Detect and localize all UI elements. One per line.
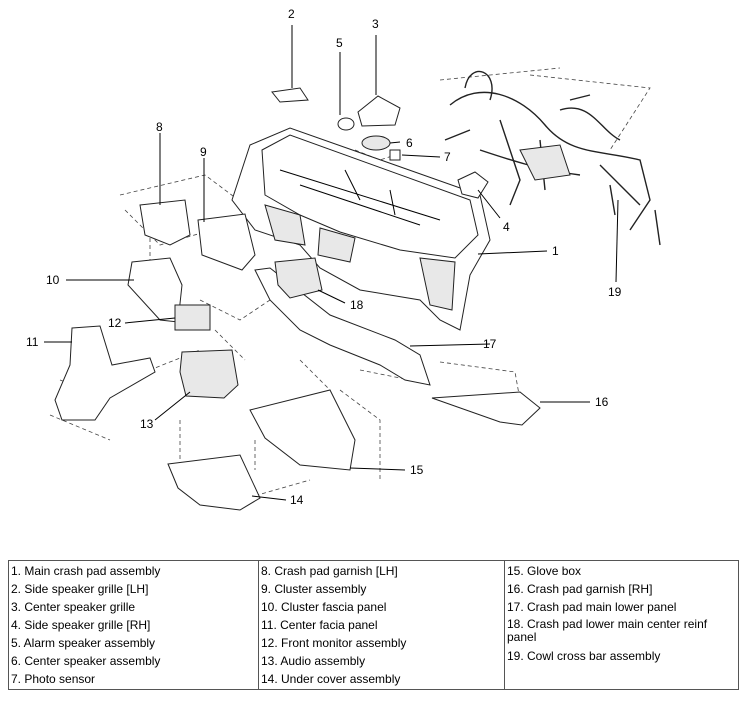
photo-sensor-drawing (389, 149, 401, 161)
legend-item: 11. Center facia panel (261, 618, 378, 632)
legend-item: 12. Front monitor assembly (261, 636, 407, 650)
legend-item: 13. Audio assembly (261, 654, 366, 668)
leader-lines (44, 25, 619, 501)
legend-item: 15. Glove box (507, 564, 582, 578)
legend-item: 6. Center speaker assembly (11, 654, 161, 668)
callout-9: 9 (200, 145, 207, 159)
legend-item: 18. Crash pad lower main center reinf pa… (507, 617, 708, 644)
legend-item: 3. Center speaker grille (11, 600, 136, 614)
legend-item: 14. Under cover assembly (261, 672, 401, 686)
lh-garnish-drawing (139, 199, 191, 246)
callout-7: 7 (444, 150, 451, 164)
legend-item: 16. Crash pad garnish [RH] (507, 582, 653, 596)
legend-item: 19. Cowl cross bar assembly (507, 649, 661, 663)
legend-item: 1. Main crash pad assembly (11, 564, 161, 578)
center-facia-drawing (54, 325, 156, 421)
callout-12: 12 (108, 316, 122, 330)
alarm-speaker-drawing (337, 117, 355, 131)
legend-column-2: 8. Crash pad garnish [LH] 9. Cluster ass… (258, 560, 505, 690)
rh-garnish-drawing (431, 391, 541, 426)
center-grille-drawing (357, 95, 401, 127)
reinf-panel-drawing (274, 257, 323, 299)
legend-item: 4. Side speaker grille [RH] (11, 618, 151, 632)
callout-17: 17 (483, 337, 497, 351)
lower-panel-drawing (254, 267, 431, 386)
parts-legend-table: 1. Main crash pad assembly 2. Side speak… (8, 560, 739, 690)
callout-19: 19 (608, 285, 622, 299)
callout-10: 10 (46, 273, 60, 287)
callout-16: 16 (595, 395, 609, 409)
callout-14: 14 (290, 493, 304, 507)
callout-11: 11 (26, 335, 39, 349)
callout-13: 13 (140, 417, 154, 431)
legend-item: 7. Photo sensor (11, 672, 96, 686)
legend-item: 10. Cluster fascia panel (261, 600, 387, 614)
callout-4: 4 (503, 220, 510, 234)
center-speaker-drawing (361, 135, 391, 151)
callout-8: 8 (156, 120, 163, 134)
main-crash-pad-drawing (231, 127, 491, 331)
legend-item: 9. Cluster assembly (261, 582, 367, 596)
legend-item: 5. Alarm speaker assembly (11, 636, 156, 650)
glove-box-drawing (249, 389, 356, 471)
callout-2: 2 (288, 7, 295, 21)
legend-item: 2. Side speaker grille [LH] (11, 582, 149, 596)
rh-grille-drawing (457, 171, 489, 199)
cowl-cross-bar-drawing (444, 70, 661, 246)
callout-18: 18 (350, 298, 364, 312)
callout-labels: 2 3 5 6 7 8 9 10 12 11 13 14 15 16 17 18… (26, 7, 622, 507)
legend-column-3: 15. Glove box 16. Crash pad garnish [RH]… (504, 560, 739, 690)
lh-grille-drawing (271, 87, 309, 103)
legend-column-1: 1. Main crash pad assembly 2. Side speak… (8, 560, 259, 690)
cluster-drawing (197, 213, 256, 271)
cluster-fascia-drawing (127, 257, 183, 323)
audio-drawing (179, 349, 239, 399)
callout-3: 3 (372, 17, 379, 31)
callout-15: 15 (410, 463, 424, 477)
callout-6: 6 (406, 136, 413, 150)
under-cover-drawing (167, 454, 261, 511)
legend-item: 17. Crash pad main lower panel (507, 600, 677, 614)
callout-5: 5 (336, 36, 343, 50)
exploded-parts-diagram: 2 3 5 6 7 8 9 10 12 11 13 14 15 16 17 18… (26, 7, 661, 511)
front-monitor-drawing (174, 304, 211, 331)
callout-1: 1 (552, 244, 559, 258)
legend-item: 8. Crash pad garnish [LH] (261, 564, 398, 578)
